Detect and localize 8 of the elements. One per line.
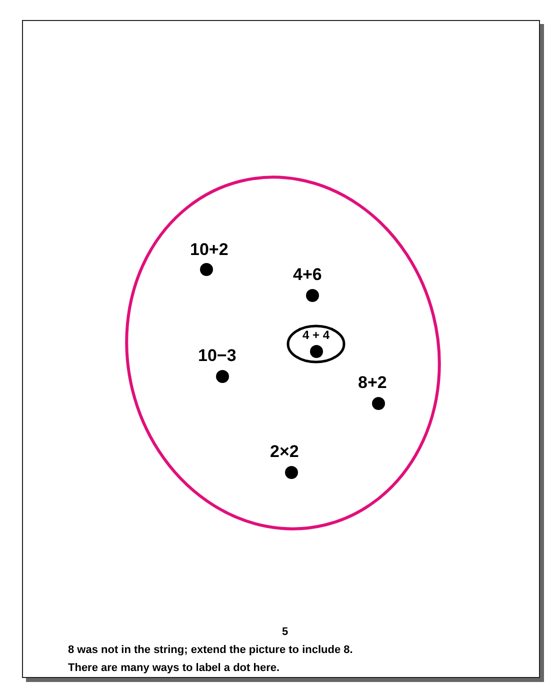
note-text: 8 was not in the string; extend the picture to include 8. [68,644,353,656]
expression-label: 10+2 [190,240,228,260]
expression-label: 2×2 [270,442,299,462]
page-number: 5 [282,626,288,638]
note-text: There are many ways to label a dot here. [68,662,280,674]
expression-label: 10−3 [198,346,236,366]
expression-label: 8+2 [358,373,387,393]
expression-label: 4+6 [293,265,322,285]
